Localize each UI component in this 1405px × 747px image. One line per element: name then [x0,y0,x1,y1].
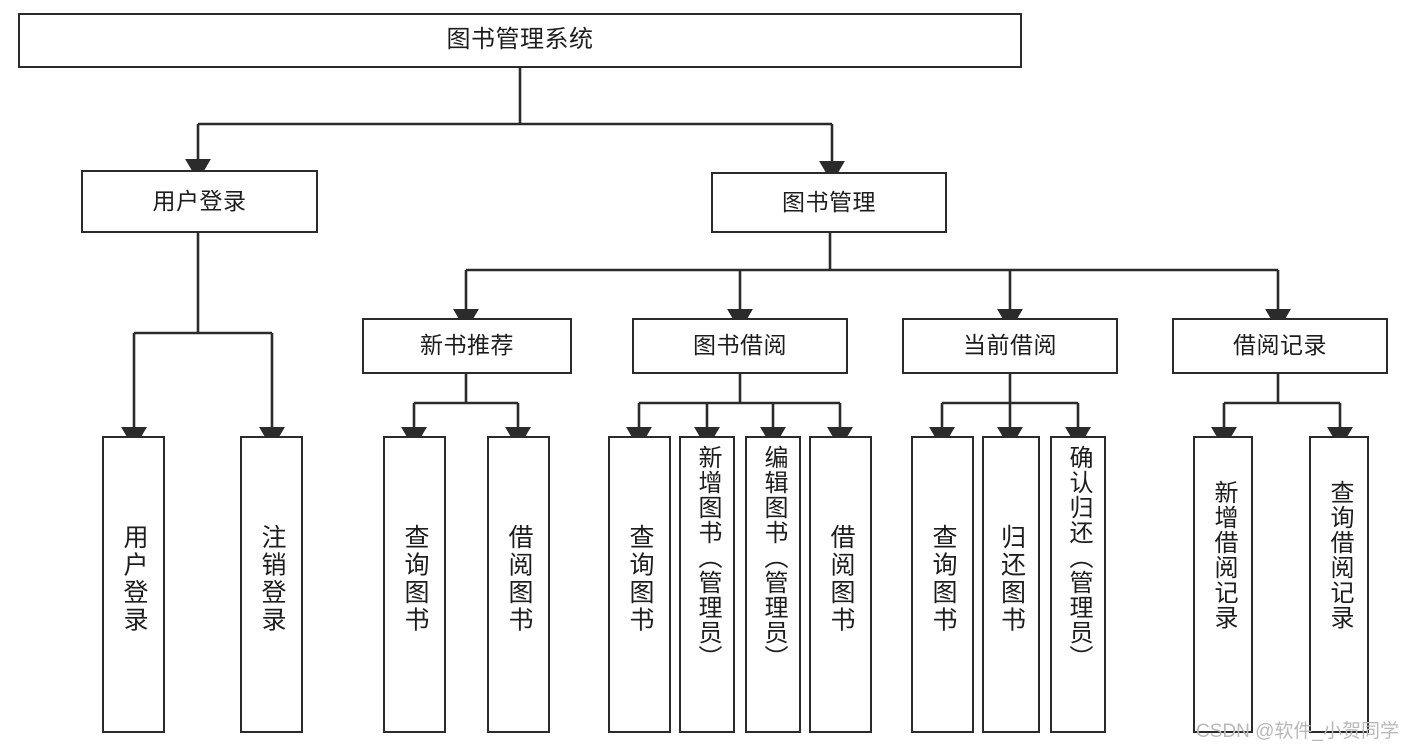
node-leaf-borrow-book-bb[interactable]: 借阅图书 [809,436,872,733]
node-label: 确认归还（管理员） [1065,445,1092,670]
node-leaf-query-book-bb[interactable]: 查询图书 [608,436,671,733]
node-label: 注销登录 [258,524,286,634]
node-leaf-query-book-nb[interactable]: 查询图书 [383,436,446,733]
node-leaf-query-borrow-record[interactable]: 查询借阅记录 [1309,436,1369,733]
node-label: 图书管理 [782,188,876,215]
node-leaf-edit-book-admin[interactable]: 编辑图书（管理员） [745,436,801,733]
node-label: 借阅记录 [1233,332,1327,359]
node-label: 新增图书（管理员） [694,445,721,670]
node-book-borrow[interactable]: 图书借阅 [632,318,848,374]
node-label: 归还图书 [997,524,1026,634]
node-leaf-logout[interactable]: 注销登录 [240,436,303,733]
node-leaf-add-borrow-record[interactable]: 新增借阅记录 [1193,436,1253,733]
node-label: 新增借阅记录 [1210,480,1237,630]
node-new-book-recommend[interactable]: 新书推荐 [362,318,572,374]
node-label: 新书推荐 [420,332,514,359]
node-root-system[interactable]: 图书管理系统 [18,13,1022,68]
node-current-borrow[interactable]: 当前借阅 [902,318,1118,374]
node-leaf-confirm-return-admin[interactable]: 确认归还（管理员） [1050,436,1106,733]
node-label: 图书借阅 [693,332,787,359]
node-label: 查询图书 [626,524,654,634]
node-leaf-query-book-cb[interactable]: 查询图书 [911,436,974,733]
node-leaf-return-book[interactable]: 归还图书 [982,436,1040,733]
node-leaf-user-login[interactable]: 用户登录 [102,436,165,733]
node-label: 编辑图书（管理员） [760,445,787,670]
node-label: 借阅图书 [827,524,855,634]
node-leaf-add-book-admin[interactable]: 新增图书（管理员） [679,436,735,733]
node-label: 图书管理系统 [446,26,594,54]
node-label: 用户登录 [152,187,247,214]
node-label: 查询借阅记录 [1326,480,1353,630]
node-leaf-borrow-book-nb[interactable]: 借阅图书 [487,436,550,733]
node-user-login[interactable]: 用户登录 [81,170,318,233]
node-label: 借阅图书 [505,524,533,634]
node-borrow-record[interactable]: 借阅记录 [1172,318,1388,374]
node-label: 查询图书 [401,524,429,634]
node-label: 查询图书 [929,524,957,634]
watermark-text: CSDN @软件_小贺同学 [1196,721,1399,742]
node-label: 当前借阅 [963,332,1057,359]
node-book-management[interactable]: 图书管理 [711,172,947,233]
node-label: 用户登录 [120,524,148,634]
